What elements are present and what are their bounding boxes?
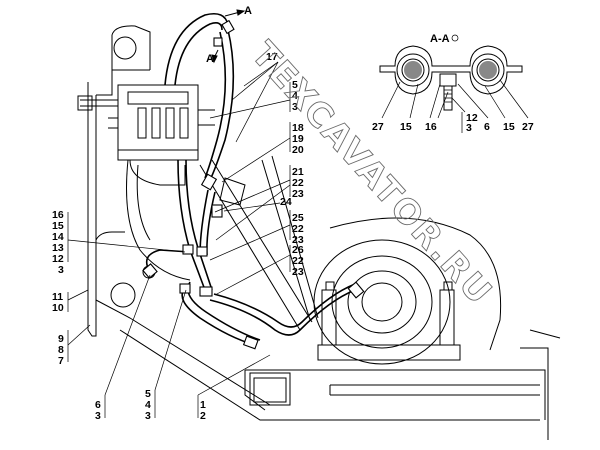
callout-4-bottom: 4 (145, 399, 151, 411)
callout-23-b: 23 (292, 234, 304, 246)
callout-6-bottom: 6 (95, 399, 101, 411)
callout-11: 11 (52, 291, 63, 303)
callout-18: 18 (292, 122, 304, 134)
valve-block (77, 84, 215, 186)
detail-label-27-right: 27 (522, 121, 534, 133)
callout-22-a: 22 (292, 177, 304, 189)
machine-frame (87, 25, 561, 440)
callout-22-b: 22 (292, 223, 304, 235)
callout-3-bottom-b: 3 (145, 410, 151, 422)
callout-25: 25 (292, 212, 304, 224)
detail-label-3: 3 (466, 122, 472, 134)
detail-label-15-right: 15 (503, 121, 515, 133)
callout-3-left: 3 (58, 264, 64, 276)
detail-label-12: 12 (466, 112, 478, 124)
callout-23-a: 23 (292, 188, 304, 200)
detail-view-a-a: A-A (379, 33, 529, 119)
section-letter-bottom: A (206, 53, 214, 65)
callout-10: 10 (52, 302, 64, 314)
watermark: TEXCAVATOR.RU (243, 34, 500, 313)
section-title: A-A (430, 33, 450, 45)
callout-4-top: 4 (292, 90, 298, 102)
callout-5-top: 5 (292, 79, 298, 91)
callout-9: 9 (58, 333, 64, 345)
callout-5-bottom: 5 (145, 388, 151, 400)
callout-2: 2 (200, 410, 206, 422)
section-mark-top: A A (206, 5, 252, 65)
callout-22-c: 22 (292, 255, 304, 267)
callout-1: 1 (200, 399, 206, 411)
callout-16: 16 (52, 209, 64, 221)
leader-lines (67, 61, 291, 418)
callout-20: 20 (292, 144, 304, 156)
section-letter-top: A (244, 5, 252, 17)
callout-8: 8 (58, 344, 64, 356)
callout-21: 21 (292, 166, 304, 178)
callout-7: 7 (58, 355, 64, 367)
callout-26: 26 (292, 244, 304, 256)
callout-15: 15 (52, 220, 64, 232)
callout-17: 17 (266, 51, 278, 63)
rotation-icon (451, 34, 459, 42)
callout-3-top: 3 (292, 101, 298, 113)
detail-label-16: 16 (425, 121, 437, 133)
callout-13: 13 (52, 242, 64, 254)
detail-label-15-left: 15 (400, 121, 412, 133)
callout-3-bottom-a: 3 (95, 410, 101, 422)
callout-19: 19 (292, 133, 304, 145)
hydraulic-hoses (126, 12, 356, 346)
callout-14: 14 (52, 231, 64, 243)
detail-label-27-left: 27 (372, 121, 384, 133)
callout-24: 24 (280, 196, 292, 208)
callout-12: 12 (52, 253, 64, 265)
hose-fittings (142, 19, 365, 350)
callout-23-c: 23 (292, 266, 304, 278)
detail-label-6: 6 (484, 121, 490, 133)
